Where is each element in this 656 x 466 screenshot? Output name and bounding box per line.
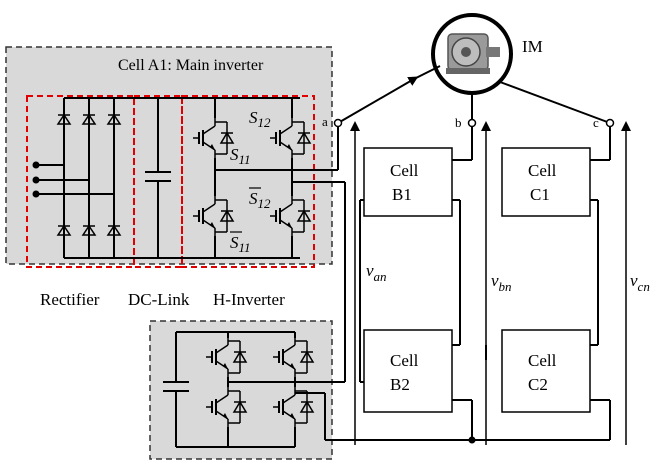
van-label: van: [366, 261, 387, 284]
rectifier-caption: Rectifier: [40, 290, 100, 309]
svg-text:Cell: Cell: [528, 351, 557, 370]
svg-text:C1: C1: [530, 185, 550, 204]
h-inverter-bridge: [192, 98, 338, 258]
h-inverter-block: [181, 95, 315, 268]
rectifier-bridge: [32, 98, 121, 258]
s11-bar-label: S11: [230, 233, 251, 255]
svg-text:Cell: Cell: [390, 161, 419, 180]
cell-a1-main-inverter: Cell A1: Main inverter: [5, 46, 338, 268]
s12-label: S12: [249, 108, 271, 130]
phase-b-label: b: [455, 115, 462, 130]
dc-link-capacitor: [145, 98, 171, 258]
phase-c-label: c: [593, 115, 599, 130]
h-inverter-caption: H-Inverter: [213, 290, 285, 309]
cell-a1-title: Cell A1: Main inverter: [118, 57, 264, 74]
svg-text:Cell: Cell: [528, 161, 557, 180]
svg-text:Cell: Cell: [390, 351, 419, 370]
cell-c2: Cell C2: [501, 329, 591, 413]
cell-b1: Cell B1: [363, 147, 453, 217]
cell-c1: Cell C1: [501, 147, 591, 217]
svg-text:B1: B1: [392, 185, 412, 204]
cell-b2: Cell B2: [363, 329, 453, 413]
vbn-label: vbn: [491, 271, 512, 294]
induction-motor: IM: [431, 13, 543, 95]
svg-text:C2: C2: [528, 375, 548, 394]
vcn-label: vcn: [630, 271, 650, 294]
s11-label: S11: [230, 145, 251, 167]
phase-a-line: [337, 76, 419, 124]
lower-h-bridge-cell: [149, 320, 345, 460]
motor-label: IM: [522, 37, 543, 56]
s12-bar-label: S12: [249, 189, 271, 211]
phase-a-label: a: [322, 114, 328, 129]
svg-text:B2: B2: [390, 375, 410, 394]
dc-link-caption: DC-Link: [128, 290, 190, 309]
